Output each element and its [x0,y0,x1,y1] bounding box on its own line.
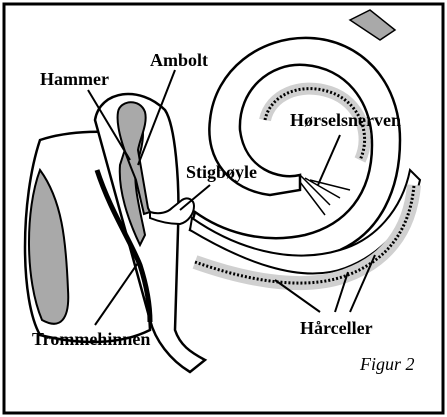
label-horselsnerven: Hørselsnerven [290,110,401,130]
label-hammer: Hammer [40,69,109,89]
label-stigboyle: Stigbøyle [186,162,257,182]
nerve-trunk [350,10,395,40]
figure-caption: Figur 2 [359,354,415,374]
label-trommehinnen: Trommehinnen [32,329,150,349]
auditory-nerve [300,175,350,215]
stigboyle-leader [180,185,210,210]
label-harceller: Hårceller [300,318,373,338]
label-ambolt: Ambolt [150,50,208,70]
horselsnerven-leader [318,135,340,185]
